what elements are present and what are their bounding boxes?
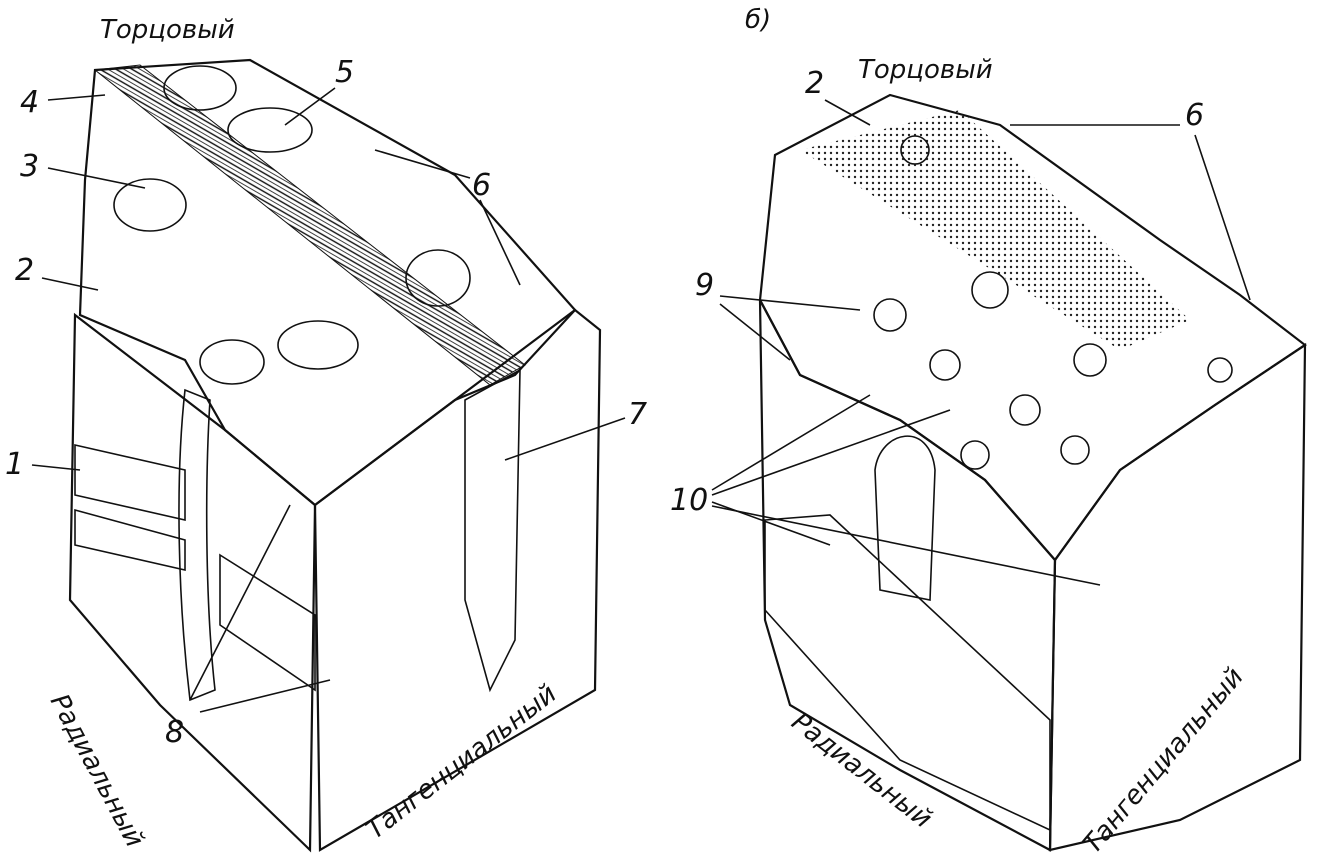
callout-1: 1 xyxy=(5,447,24,482)
left-radial-ray xyxy=(74,443,186,522)
callout-2-right: 2 xyxy=(805,66,824,101)
callout-6: 6 xyxy=(472,168,491,203)
right-vessel xyxy=(873,298,907,332)
callout-10: 10 xyxy=(670,483,708,518)
leader-10a xyxy=(711,394,871,491)
leader-10b xyxy=(711,409,951,496)
left-transverse-label: Торцовый xyxy=(100,15,235,45)
leader-8a xyxy=(189,504,291,701)
callout-9: 9 xyxy=(695,268,714,303)
left-vessel xyxy=(277,320,359,370)
right-wood-block xyxy=(758,93,1307,852)
leader-3 xyxy=(47,167,146,189)
right-radial-face xyxy=(758,299,1057,852)
left-vessel xyxy=(199,339,265,385)
leader-2-right xyxy=(824,99,871,126)
right-vessel xyxy=(971,271,1009,309)
right-latewood-band xyxy=(800,110,1190,350)
callout-6-right: 6 xyxy=(1185,98,1204,133)
right-vessel xyxy=(960,440,990,470)
leader-7 xyxy=(504,417,626,461)
callout-8: 8 xyxy=(165,715,184,750)
right-vessel xyxy=(1009,394,1041,426)
panel-b-label: б) xyxy=(745,5,771,35)
callout-7: 7 xyxy=(628,397,647,432)
left-vessel-groove xyxy=(178,388,216,702)
left-tangential-face xyxy=(313,308,602,852)
left-radial-ray xyxy=(219,553,316,692)
leader-6a xyxy=(374,149,471,179)
right-radial-ray-sheet xyxy=(764,514,1051,832)
leader-6-right-b xyxy=(1194,134,1251,301)
right-vessel xyxy=(929,349,961,381)
left-radial-face xyxy=(68,312,317,853)
right-vessel xyxy=(1207,357,1233,383)
right-transverse-label: Торцовый xyxy=(858,55,993,85)
leader-10c xyxy=(711,501,831,546)
right-vessel xyxy=(1060,435,1090,465)
leader-9b xyxy=(719,303,791,361)
left-vessel xyxy=(227,107,313,153)
right-tangential-label: Тангенциальный xyxy=(1077,662,1249,859)
left-wood-ray-band xyxy=(93,64,526,386)
callout-4: 4 xyxy=(20,85,39,120)
leader-6b xyxy=(479,199,521,286)
leader-8b xyxy=(199,679,331,713)
left-tangential-label: Тангенциальный xyxy=(361,679,563,846)
left-radial-label: Радиальный xyxy=(44,689,150,852)
leader-10d xyxy=(711,505,1101,586)
right-tangential-face xyxy=(1048,342,1307,852)
right-vessel xyxy=(1073,343,1107,377)
leader-1 xyxy=(31,464,81,471)
right-callouts: 2 6 9 10 xyxy=(670,66,1251,586)
left-wood-block xyxy=(68,58,602,853)
callout-3: 3 xyxy=(20,149,39,184)
left-callouts: 4 5 3 6 2 7 1 8 xyxy=(5,55,647,750)
leader-2 xyxy=(41,277,99,291)
right-vessel xyxy=(900,135,930,165)
left-vessel xyxy=(113,178,187,232)
right-vessel-groove xyxy=(874,435,936,601)
leader-9a xyxy=(719,295,861,311)
right-radial-label: Радиальный xyxy=(786,707,937,835)
left-vessel xyxy=(405,249,471,307)
leader-5 xyxy=(284,87,336,126)
left-transverse-face xyxy=(78,58,577,507)
left-vessel xyxy=(163,65,237,111)
leader-4 xyxy=(47,94,106,101)
left-radial-ray xyxy=(74,508,186,572)
left-parenchyma-band xyxy=(464,368,521,693)
callout-2: 2 xyxy=(15,253,34,288)
callout-5: 5 xyxy=(335,55,354,90)
